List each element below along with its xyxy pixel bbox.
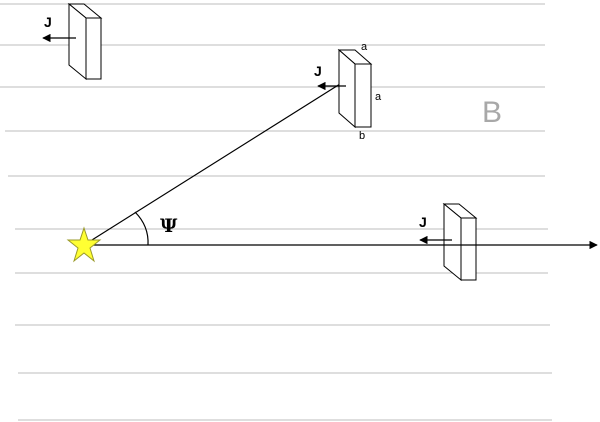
current-label: J — [314, 63, 322, 79]
sight-line — [83, 83, 341, 246]
angle-label: Ψ — [160, 215, 178, 237]
slab-upper-right: J a a b — [314, 41, 382, 142]
current-label: J — [419, 214, 427, 230]
slab-right: J — [419, 202, 478, 282]
angle-arc — [134, 211, 149, 246]
star-icon — [66, 226, 102, 263]
dimension-label-a-side: a — [375, 91, 382, 103]
slab-top-left: J — [42, 2, 103, 81]
field-label: B — [482, 96, 502, 129]
current-label: J — [44, 14, 52, 30]
dimension-label-a-top: a — [361, 41, 368, 53]
dimension-label-b: b — [359, 130, 365, 142]
